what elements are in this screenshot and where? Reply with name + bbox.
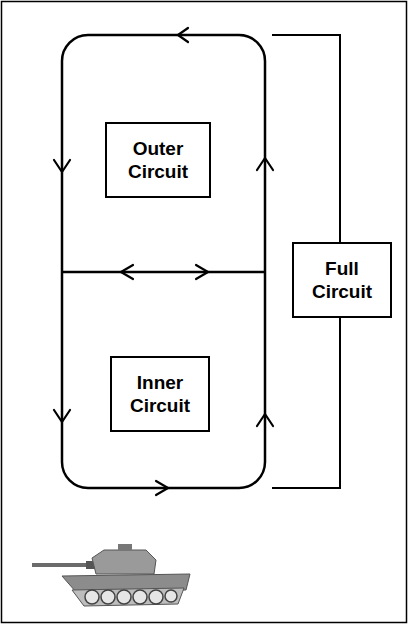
- arrow-right: [196, 265, 208, 279]
- arrow-left: [121, 265, 133, 279]
- circuit-label-box: Inner Circuit: [110, 356, 210, 432]
- circuit-loop: [62, 35, 265, 488]
- circuit-label-box: Outer Circuit: [105, 122, 211, 198]
- circuit-label-box: Full Circuit: [292, 242, 392, 318]
- arrow-down: [54, 160, 70, 172]
- circuit-label: Outer Circuit: [113, 137, 203, 183]
- circuit-label: Inner Circuit: [118, 371, 202, 417]
- arrow-up: [257, 158, 273, 170]
- arrow-up: [257, 414, 273, 426]
- arrow-down: [54, 410, 70, 422]
- tank-illustration: [32, 544, 190, 606]
- arrow-left: [178, 28, 188, 42]
- direction-arrows: [54, 28, 273, 495]
- circuit-label: Full Circuit: [300, 257, 384, 303]
- arrow-right: [156, 481, 168, 495]
- cross-track: [62, 271, 265, 274]
